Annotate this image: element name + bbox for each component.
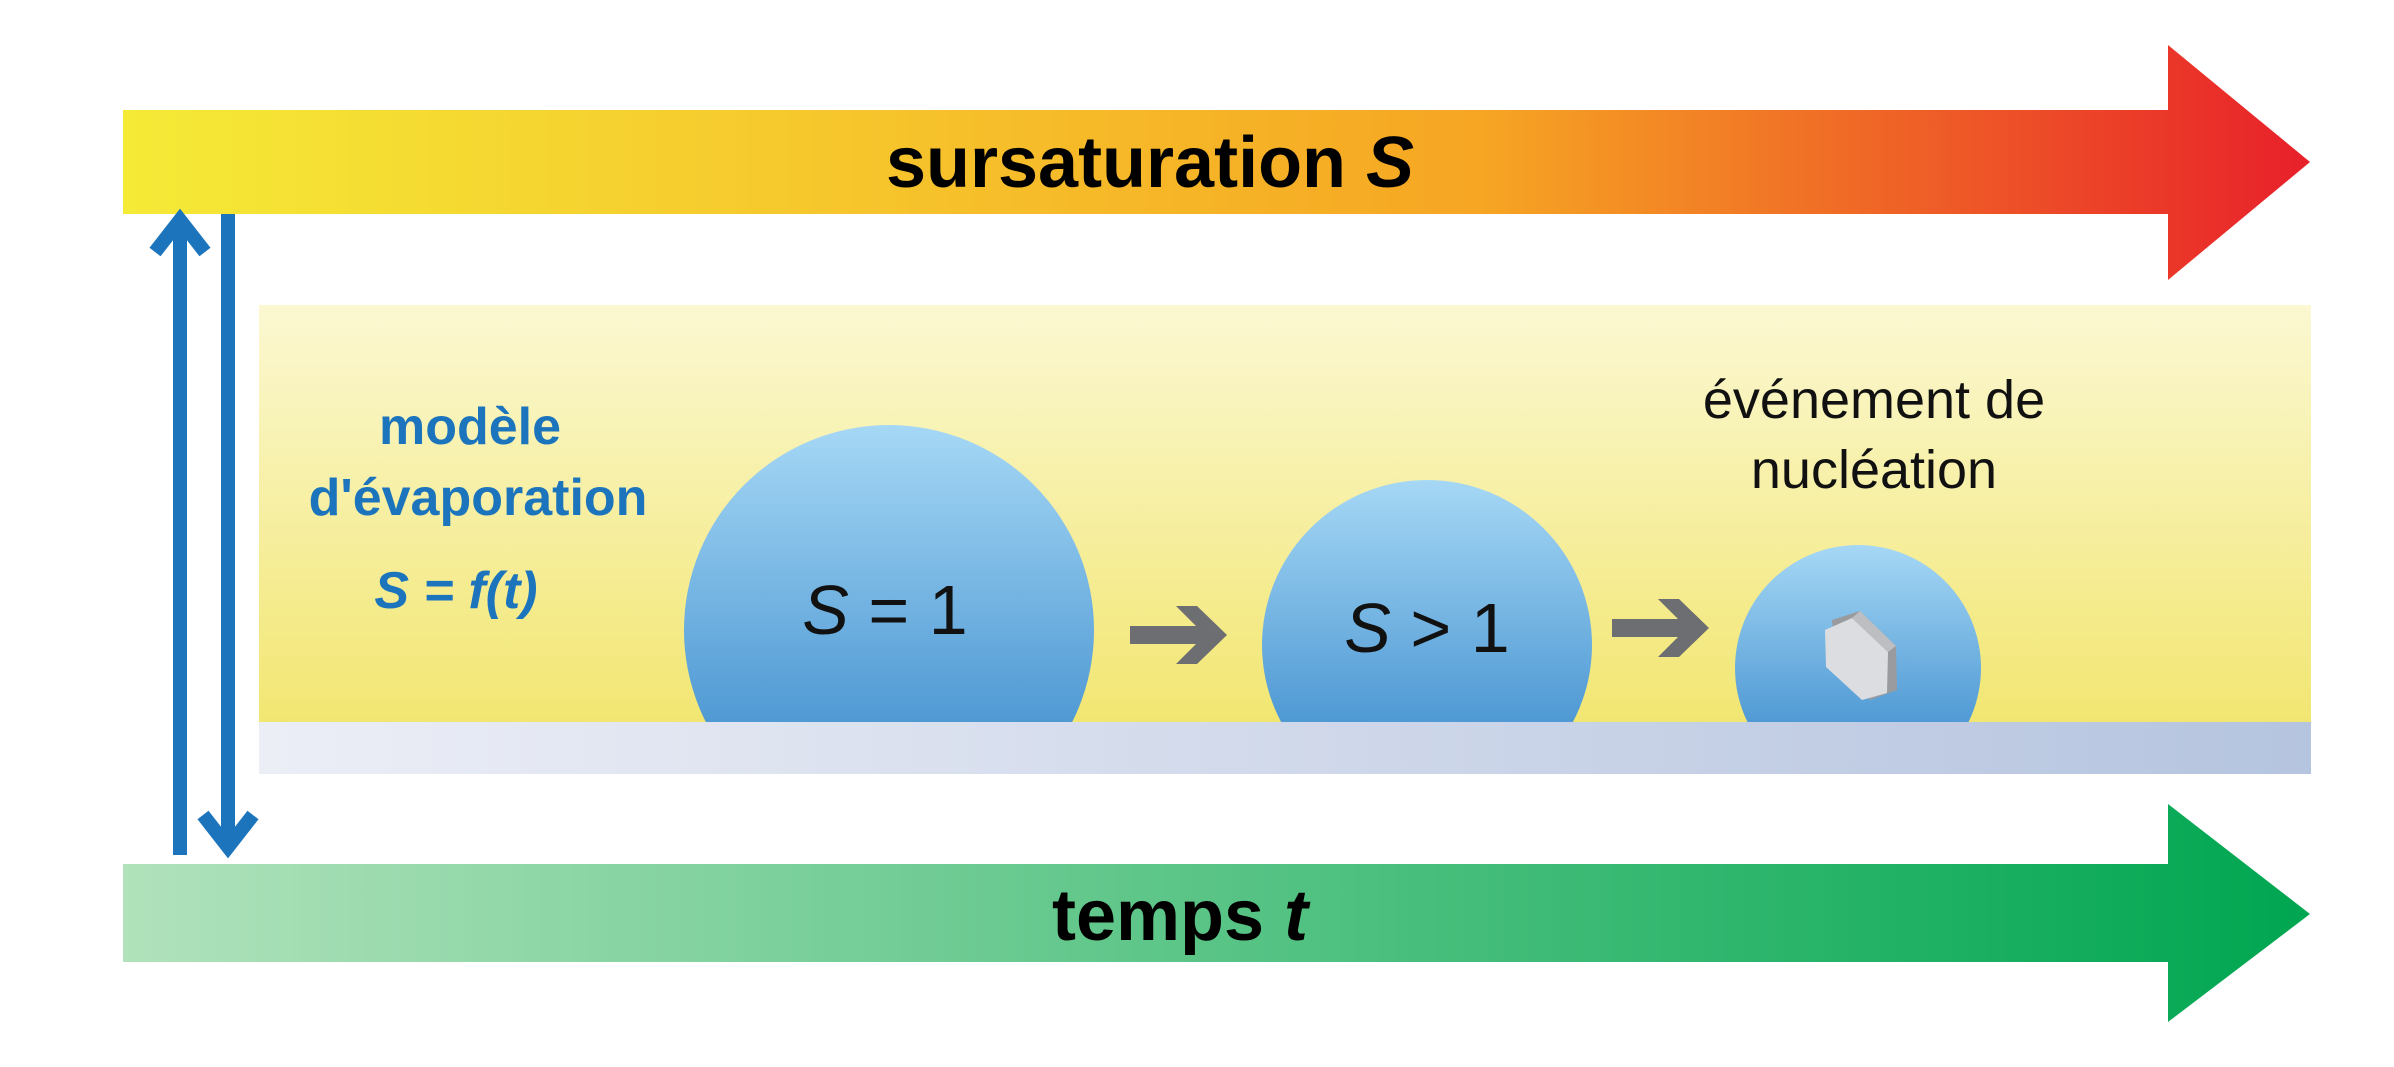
time-label: temps t xyxy=(1052,876,1311,956)
model-line-1: modèle xyxy=(379,398,561,456)
event-line-1: événement de xyxy=(1703,370,2045,430)
double-arrow-icon xyxy=(155,214,253,855)
model-formula: S = f(t) xyxy=(374,562,537,620)
model-line-2: d'évaporation xyxy=(309,469,648,527)
supersaturation-arrow: sursaturation S xyxy=(123,45,2310,280)
droplet-2-label: S > 1 xyxy=(1344,589,1509,667)
event-line-2: nucléation xyxy=(1751,440,1997,500)
droplet-1-label: S = 1 xyxy=(802,571,967,649)
time-arrow: temps t xyxy=(123,804,2310,1022)
substrate xyxy=(259,722,2311,774)
supersaturation-label: sursaturation S xyxy=(886,123,1414,203)
